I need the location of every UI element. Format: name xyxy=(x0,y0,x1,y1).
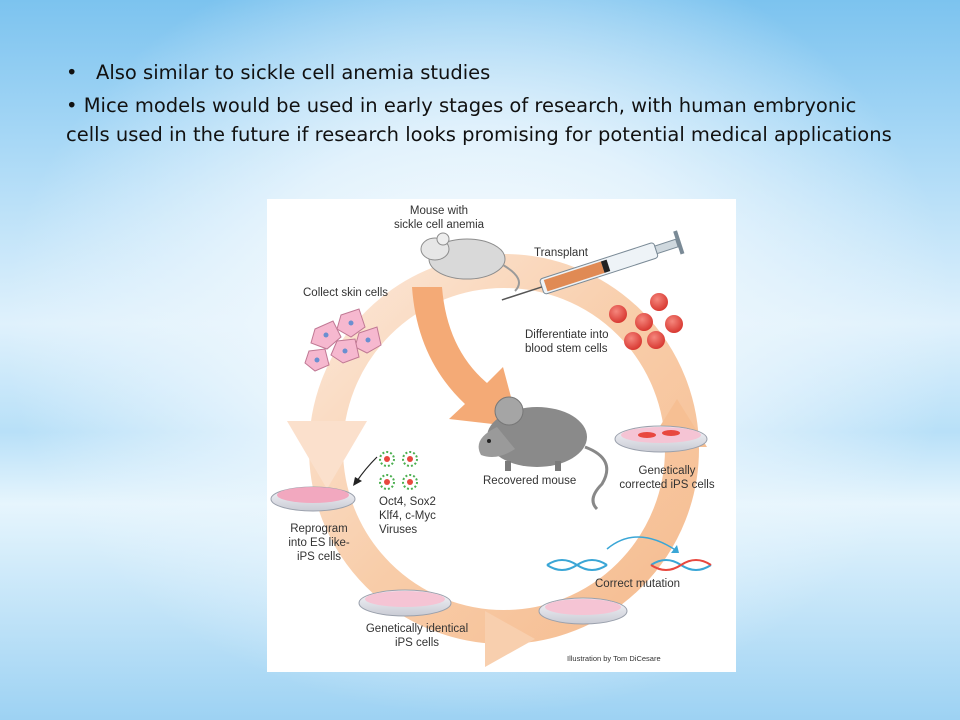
illustration-credit: Illustration by Tom DiCesare xyxy=(567,654,661,663)
bullet-item-1: • Also similar to sickle cell anemia stud… xyxy=(66,58,906,87)
sickle-mouse xyxy=(420,232,520,292)
dish-reprogram xyxy=(270,486,356,512)
recovered-mouse xyxy=(478,396,609,511)
recovery-arrow xyxy=(412,287,519,427)
bullet-marker: • xyxy=(66,94,78,117)
dish-genetically-identical xyxy=(358,589,452,617)
slide-text: • Also similar to sickle cell anemia stud… xyxy=(66,58,906,149)
label-recovered: Recovered mouse xyxy=(483,475,576,487)
bullet-item-2: • Mice models would be used in early sta… xyxy=(66,91,906,149)
dna-strands xyxy=(546,536,712,571)
label-correct-mutation: Correct mutation xyxy=(595,578,680,590)
bullet-marker: • xyxy=(66,61,78,84)
label-collect: Collect skin cells xyxy=(303,287,388,299)
cycle-arrowhead-bottom xyxy=(485,611,535,667)
dish-mutation xyxy=(538,597,628,625)
skin-cells xyxy=(304,308,382,372)
dish-corrected xyxy=(614,425,708,453)
bullet-text: Mice models would be used in early stage… xyxy=(66,94,892,146)
label-transplant: Transplant xyxy=(534,247,589,259)
virus-particles xyxy=(353,451,418,490)
syringe-icon xyxy=(501,230,685,301)
cycle-arrowhead-left xyxy=(287,421,367,489)
blood-stem-cells xyxy=(609,293,683,350)
bullet-text: Also similar to sickle cell anemia studi… xyxy=(96,61,491,84)
